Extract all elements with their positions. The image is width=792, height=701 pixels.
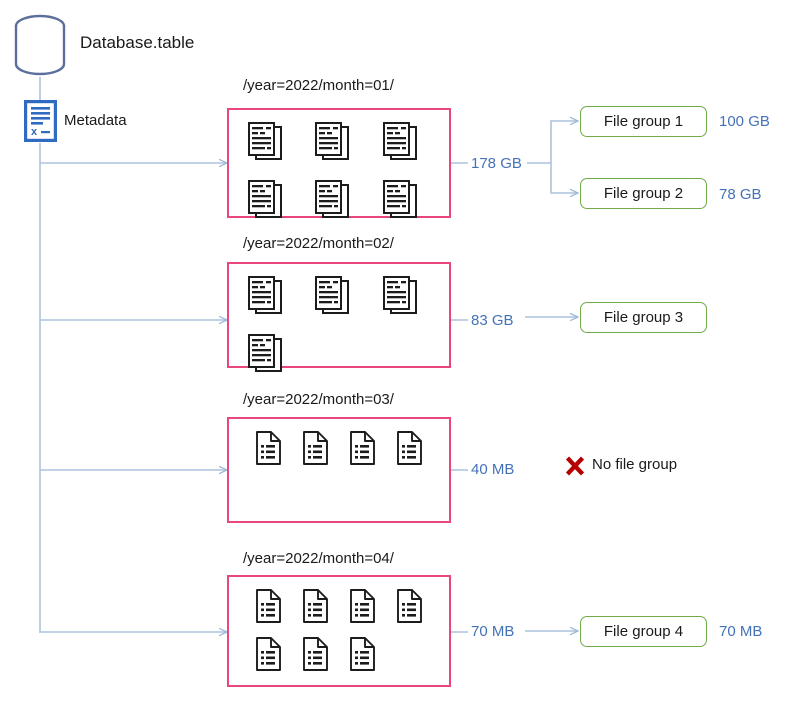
svg-text:x: x bbox=[31, 126, 38, 138]
file-group-box-3[interactable]: File group 3 bbox=[580, 302, 707, 333]
stacked-document-icon bbox=[247, 334, 315, 392]
single-document-icon bbox=[349, 431, 396, 479]
stacked-document-icon bbox=[382, 276, 449, 334]
partition-path-1: /year=2022/month=01/ bbox=[243, 77, 394, 94]
database-icon bbox=[13, 14, 67, 81]
file-group-box-2[interactable]: File group 2 bbox=[580, 178, 707, 209]
stacked-document-icon bbox=[247, 180, 314, 238]
doc-row bbox=[247, 334, 449, 392]
partition-box-2 bbox=[227, 262, 451, 372]
page-title: Database.table bbox=[80, 33, 195, 52]
single-document-icon bbox=[396, 431, 443, 479]
partition-doc-grid-2 bbox=[229, 264, 449, 372]
partition-path-3: /year=2022/month=03/ bbox=[243, 391, 394, 408]
partition-size-4: 70 MB bbox=[471, 623, 515, 640]
wire-branch-to-filegroup-2 bbox=[550, 163, 578, 193]
doc-row bbox=[255, 589, 449, 637]
stacked-document-icon bbox=[382, 122, 449, 180]
file-group-box-1[interactable]: File group 1 bbox=[580, 106, 707, 137]
doc-row bbox=[247, 180, 449, 238]
partition-box-4 bbox=[227, 575, 451, 687]
metadata-label: Metadata bbox=[64, 112, 127, 129]
single-document-icon bbox=[396, 589, 443, 637]
x-mark-icon bbox=[564, 455, 586, 482]
partition-doc-grid-4 bbox=[229, 577, 449, 685]
metadata-icon: x bbox=[24, 100, 57, 147]
single-document-icon bbox=[302, 431, 349, 479]
doc-row bbox=[247, 122, 449, 180]
partition-size-2: 83 GB bbox=[471, 312, 514, 329]
stacked-document-icon bbox=[314, 180, 381, 238]
file-group-size-4: 70 MB bbox=[719, 623, 763, 640]
single-document-icon bbox=[255, 431, 302, 479]
file-group-box-4[interactable]: File group 4 bbox=[580, 616, 707, 647]
stacked-document-icon bbox=[314, 276, 381, 334]
single-document-icon bbox=[302, 589, 349, 637]
partition-size-3: 40 MB bbox=[471, 461, 515, 478]
wire-branch-to-filegroup-1 bbox=[550, 121, 578, 163]
doc-row bbox=[247, 276, 449, 334]
file-group-size-1: 100 GB bbox=[719, 113, 770, 130]
stacked-document-icon bbox=[382, 180, 449, 238]
single-document-icon bbox=[255, 589, 302, 637]
single-document-icon bbox=[255, 637, 302, 685]
doc-row bbox=[255, 431, 449, 479]
partition-path-2: /year=2022/month=02/ bbox=[243, 235, 394, 252]
doc-row bbox=[255, 637, 449, 685]
single-document-icon bbox=[349, 589, 396, 637]
partition-path-4: /year=2022/month=04/ bbox=[243, 550, 394, 567]
partition-doc-grid-1 bbox=[229, 110, 449, 218]
partition-size-1: 178 GB bbox=[471, 155, 522, 172]
file-group-size-2: 78 GB bbox=[719, 186, 762, 203]
partition-doc-grid-3 bbox=[229, 419, 449, 521]
single-document-icon bbox=[302, 637, 349, 685]
single-document-icon bbox=[349, 637, 396, 685]
partition-box-3 bbox=[227, 417, 451, 523]
partition-box-1 bbox=[227, 108, 451, 218]
no-file-group-label: No file group bbox=[592, 456, 678, 473]
stacked-document-icon bbox=[247, 276, 314, 334]
stacked-document-icon bbox=[314, 122, 381, 180]
stacked-document-icon bbox=[247, 122, 314, 180]
